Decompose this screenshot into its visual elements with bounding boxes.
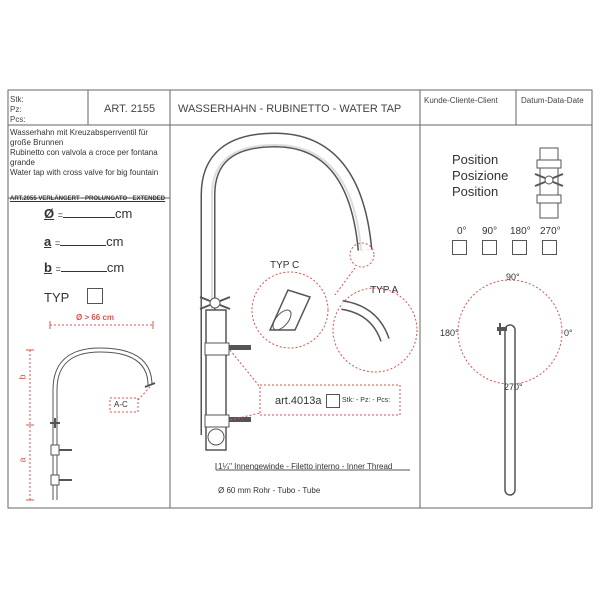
art-code-qty-label: Stk: - Pz: - Pcs: [342, 397, 391, 404]
left-tap-drawing [26, 321, 156, 501]
position-option-0-label: 0° [457, 226, 467, 237]
stk-label: Stk: [10, 95, 24, 104]
ac-label: A-C [114, 400, 128, 409]
article-number: ART. 2155 [104, 103, 156, 115]
typ-label: TYP [44, 290, 70, 305]
a-field: a = cm [44, 234, 123, 249]
position-it: Posizione [452, 168, 509, 183]
drawing-title: WASSERHAHN - RUBINETTO - WATER TAP [178, 103, 402, 115]
client-field: Kunde-Cliente-Client [424, 96, 498, 105]
a-eq: = [54, 238, 61, 248]
a-symbol: a [44, 234, 52, 249]
typ-checkbox[interactable] [87, 288, 103, 304]
angle-90-label: 90° [506, 272, 520, 282]
b-symbol: b [44, 260, 52, 275]
b-unit: cm [106, 260, 125, 275]
position-90-checkbox[interactable] [482, 240, 497, 255]
position-circle-drawing [457, 279, 563, 496]
pipe-note: Ø 60 mm Rohr - Tubo - Tube [218, 486, 321, 495]
typ-c-label: TYP C [270, 260, 300, 271]
extended-note: ART.2055 VERLÄNGERT - PROLUNGATO - EXTEN… [10, 196, 166, 202]
dim-b-label: b [17, 374, 28, 380]
b-eq: = [55, 264, 61, 274]
angle-270-label: 270° [504, 382, 523, 392]
position-mini-icon [534, 147, 564, 219]
pz-label: Pz: [10, 105, 22, 114]
thread-note: 1¼" Innengewinde - Filetto interno - Inn… [218, 462, 393, 471]
a-blank[interactable] [60, 245, 107, 246]
b-field: b = cm [44, 260, 124, 275]
main-tap-drawing [199, 132, 418, 471]
typ-a-label: TYP A [370, 285, 399, 296]
diameter-symbol: Ø [44, 206, 55, 221]
angle-0-label: 0° [564, 328, 573, 338]
position-180-checkbox[interactable] [512, 240, 527, 255]
description-it: Rubinetto con valvola a croce per fontan… [10, 148, 158, 167]
position-option-180-label: 180° [510, 226, 531, 237]
angle-180-label: 180° [440, 328, 459, 338]
position-de: Position [452, 152, 499, 167]
date-field: Datum-Data-Date [521, 96, 584, 105]
art-code-checkbox[interactable] [326, 394, 340, 408]
diameter-eq: = [57, 210, 64, 220]
diameter-unit: cm [115, 206, 133, 221]
description-de: Wasserhahn mit Kreuzabsperrventil für gr… [10, 128, 148, 147]
position-option-270-label: 270° [540, 226, 561, 237]
position-0-checkbox[interactable] [452, 240, 467, 255]
pcs-label: Pcs: [10, 115, 26, 124]
art-code-label: art.4013a [275, 395, 322, 407]
a-unit: cm [106, 234, 124, 249]
description-en: Water tap with cross valve for big fount… [10, 168, 159, 177]
b-blank[interactable] [60, 271, 107, 272]
dim-a-label: a [17, 457, 28, 463]
width-note: Ø > 66 cm [76, 313, 115, 322]
position-option-90-label: 90° [482, 226, 498, 237]
position-en: Position [452, 184, 499, 199]
position-270-checkbox[interactable] [542, 240, 557, 255]
diameter-field: Ø = cm [44, 206, 132, 221]
diameter-blank[interactable] [63, 217, 116, 218]
